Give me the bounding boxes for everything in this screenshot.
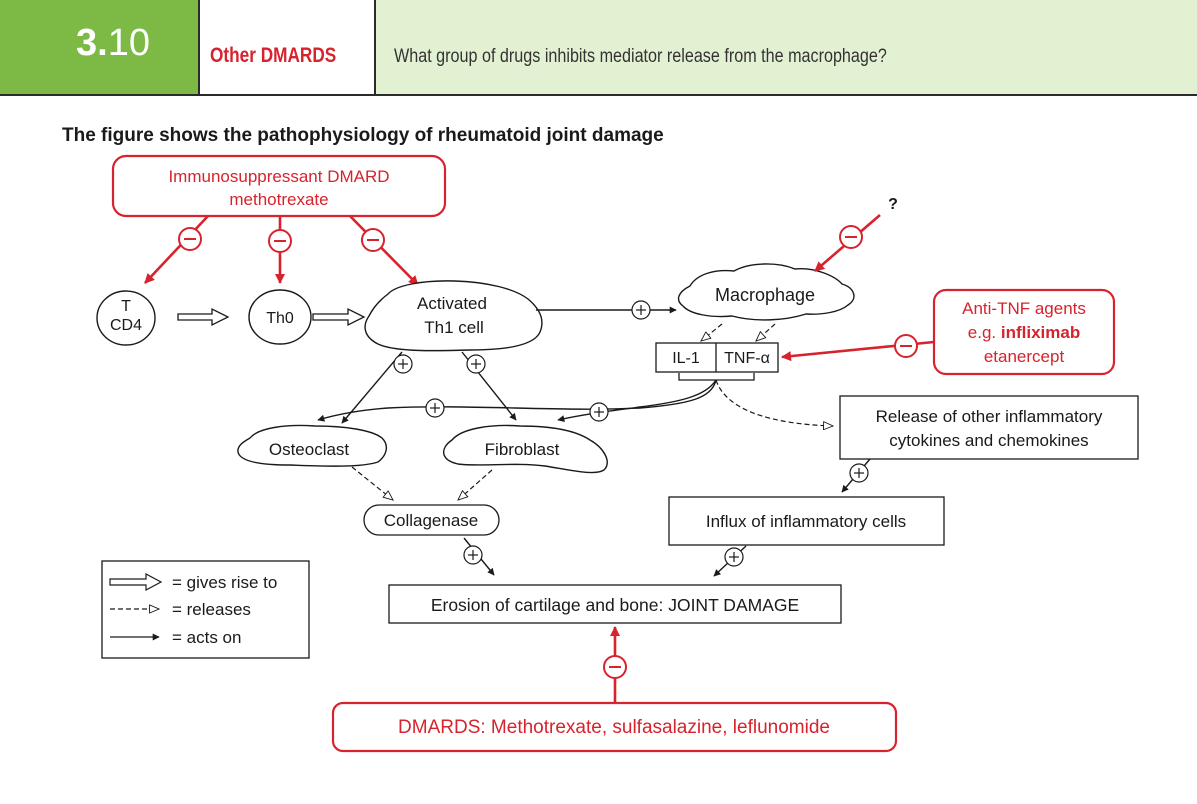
anti-tnf-label-3: etanercept [984, 347, 1065, 366]
section-topic: Other DMARDS [200, 0, 376, 94]
inhibit-arrow-th1 [349, 215, 419, 286]
osteoclast-cell [237, 424, 388, 467]
question-mark: ? [888, 196, 898, 213]
gives-rise-arrow-1 [177, 307, 230, 327]
t-cd4-label-2: CD4 [110, 317, 142, 334]
methotrexate-label: methotrexate [229, 190, 328, 209]
plus-sign-th1-fibroblast [466, 354, 486, 374]
release-label-1: Release of other inflammatory [876, 407, 1103, 426]
erosion-label: Erosion of cartilage and bone: JOINT DAM… [431, 595, 799, 615]
minus-sign-anti-tnf [894, 334, 918, 358]
minus-sign-macrophage [839, 225, 863, 249]
activated-label-1: Activated [417, 294, 487, 313]
header-bar: 3.10 Other DMARDS What group of drugs in… [0, 0, 1197, 96]
plus-sign-release-influx [849, 463, 869, 483]
influx-box [668, 496, 945, 546]
anti-tnf-label-2: e.g. infliximab [968, 323, 1080, 342]
minus-sign-tcd4 [178, 227, 202, 251]
minus-sign-dmards [603, 655, 627, 679]
cytokine-bracket [678, 373, 755, 381]
cytokine-box [655, 342, 779, 373]
fibroblast-label: Fibroblast [485, 440, 560, 459]
legend-gives-rise-label: = gives rise to [172, 573, 277, 592]
plus-sign-collagenase-erosion [463, 545, 483, 565]
plus-sign-th1-osteoclast [393, 354, 413, 374]
section-number: 3.10 [0, 0, 200, 94]
section-question: What group of drugs inhibits mediator re… [394, 46, 887, 67]
acts-on-arrow-osteoclast [341, 351, 403, 424]
release-arrow-collagenase-2 [458, 469, 493, 500]
legend-releases-label: = releases [172, 600, 251, 619]
macrophage-label: Macrophage [715, 285, 815, 305]
influx-label: Influx of inflammatory cells [706, 512, 906, 531]
acts-on-arrow-osteoclast-from-cytokines [317, 379, 717, 422]
legend-gives-rise-symbol [109, 573, 163, 591]
t-cd4-cell [96, 290, 156, 346]
dmards-label: DMARDS: Methotrexate, sulfasalazine, lef… [398, 717, 830, 738]
anti-tnf-box [932, 288, 1116, 376]
legend-acts-on-label: = acts on [172, 628, 241, 647]
th0-cell [248, 289, 312, 345]
plus-sign-influx-erosion [724, 547, 744, 567]
activated-label-2: Th1 cell [424, 318, 484, 337]
macrophage-cell [677, 263, 855, 321]
t-cd4-label-1: T [121, 298, 131, 315]
collagenase-label: Collagenase [384, 511, 479, 530]
release-arrow-collagenase-1 [351, 466, 393, 500]
dmards-box [331, 701, 898, 753]
erosion-box [388, 584, 842, 624]
acts-on-arrow-fibroblast-from-cytokines [557, 379, 717, 423]
release-arrow-il1 [701, 323, 723, 341]
release-label-2: cytokines and chemokines [889, 431, 1088, 450]
anti-tnf-label-1: Anti-TNF agents [962, 299, 1086, 318]
osteoclast-label: Osteoclast [269, 440, 350, 459]
gives-rise-arrow-2 [312, 307, 366, 327]
minus-sign-th0 [268, 229, 292, 253]
plus-sign-cytokine-fibroblast [589, 402, 609, 422]
plus-sign-cytokine-osteoclast [425, 398, 445, 418]
inhibit-arrow-tcd4 [144, 215, 209, 284]
plus-sign-macrophage [631, 300, 651, 320]
release-arrow-other-cytokines [715, 379, 833, 426]
collagenase-box [363, 504, 500, 536]
th0-label: Th0 [266, 310, 294, 327]
activated-th1-cell [364, 280, 543, 352]
il1-label: IL-1 [672, 350, 700, 367]
release-arrow-tnf [756, 323, 776, 341]
release-box [839, 395, 1139, 460]
fibroblast-cell [443, 424, 608, 474]
figure-caption: The figure shows the pathophysiology of … [62, 125, 664, 146]
immunosuppressant-label: Immunosuppressant DMARD [168, 167, 389, 186]
tnf-label: TNF-α [724, 350, 770, 367]
minus-sign-th1 [361, 228, 385, 252]
